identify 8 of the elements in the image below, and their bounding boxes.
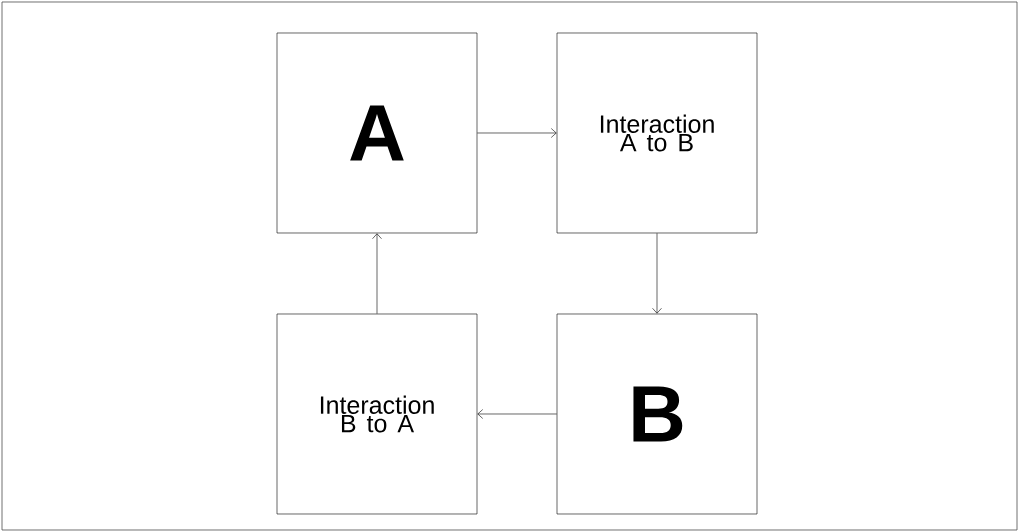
box: A [276, 32, 478, 234]
arrow [652, 233, 662, 314]
box: B [556, 313, 758, 515]
box: Interaction A to B [556, 32, 758, 234]
arrow [477, 128, 557, 138]
box: Interaction B to A [276, 313, 478, 515]
arrow [372, 233, 382, 314]
arrow [477, 409, 557, 419]
